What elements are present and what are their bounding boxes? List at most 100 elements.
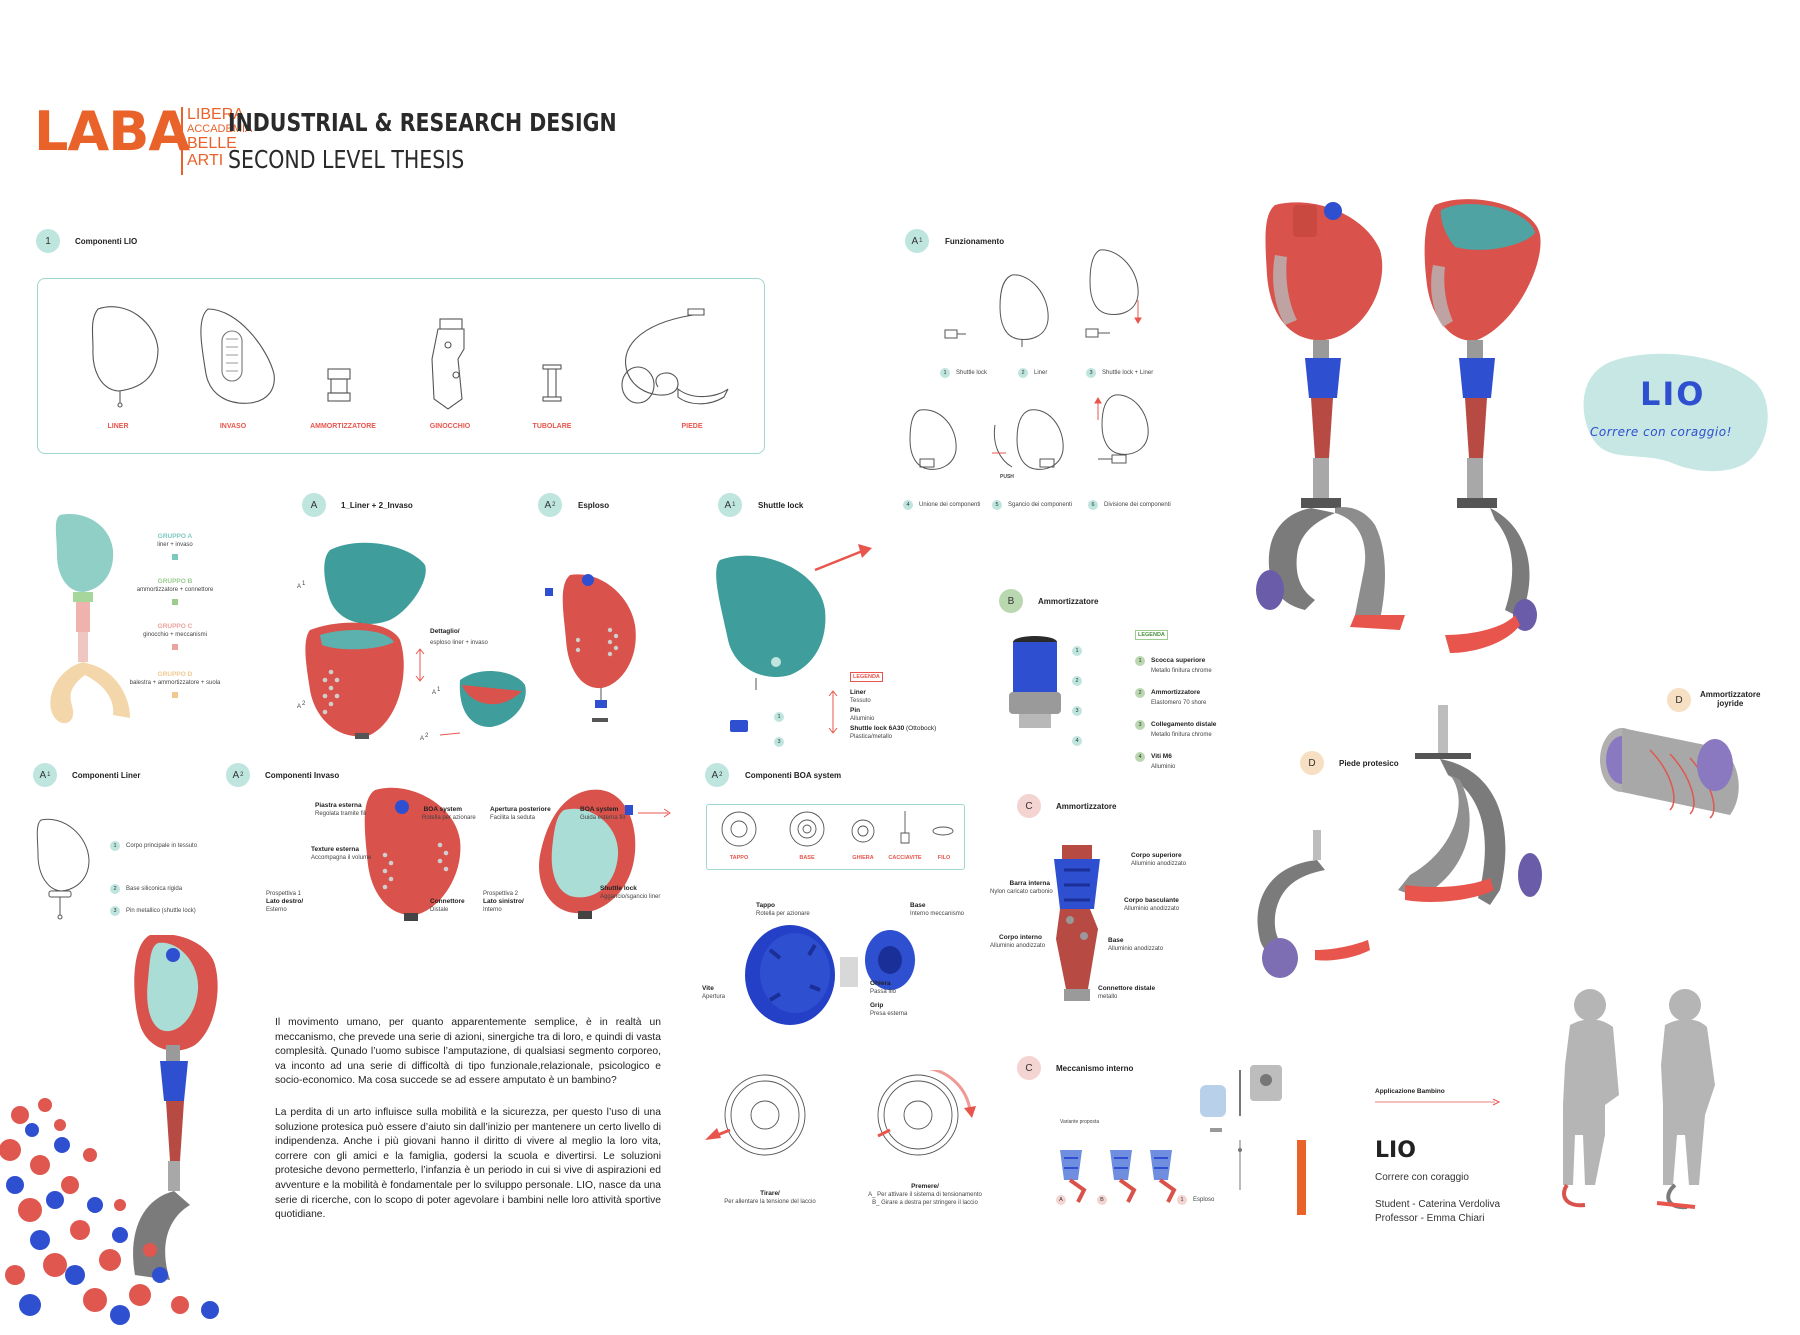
brand-tagline: Correre con coraggio! xyxy=(1590,425,1732,439)
component-label: AMMORTIZZATORE xyxy=(310,423,376,430)
premere-text: Premere/A_ Per attivare il sistema di te… xyxy=(868,1183,982,1206)
logo-word: LIBERA xyxy=(187,106,244,123)
hero-ball-pit xyxy=(0,935,219,1325)
section-badge: C xyxy=(1017,794,1041,818)
meccanismo-exploded xyxy=(1200,1065,1282,1190)
boa-exploded-render xyxy=(745,925,915,1025)
joyride-render xyxy=(1600,728,1739,819)
variante-label: Variante proposta xyxy=(1060,1119,1100,1125)
variant-b: B xyxy=(1097,1195,1113,1205)
section-title: Componenti Invaso xyxy=(265,771,340,780)
piede-renders xyxy=(1257,705,1542,978)
credits-professor: Professor - Emma Chiari xyxy=(1375,1213,1485,1224)
a1-marker: A1 xyxy=(432,687,441,696)
hero-prostheses xyxy=(1256,199,1541,653)
section-title: Componenti LIO xyxy=(75,237,138,246)
section-badge: B xyxy=(999,589,1023,613)
boa-part-label: TAPPO xyxy=(729,855,749,861)
detail-desc: esploso liner + invaso xyxy=(430,640,488,646)
gruppo-item: GRUPPO B ammortizzatore + connettore xyxy=(110,578,240,623)
invaso-arrow xyxy=(638,808,671,818)
boa-part-label: FILO xyxy=(937,855,951,861)
logo-word: ARTI xyxy=(187,152,224,169)
gruppi-list: GRUPPO A liner + invaso GRUPPO B ammorti… xyxy=(110,533,240,698)
brand-name: LIO xyxy=(1640,375,1706,413)
logo-mark: LABA xyxy=(34,100,190,163)
credits-name: LIO xyxy=(1375,1138,1416,1163)
meccanismo-variants xyxy=(1060,1150,1177,1203)
gruppo-item: GRUPPO D balestra + ammortizzatore + suo… xyxy=(110,671,240,698)
section-title: Meccanismo interno xyxy=(1056,1064,1134,1073)
section-badge: A xyxy=(302,493,326,517)
children-figures xyxy=(1562,989,1715,1210)
section-title: Componenti BOA system xyxy=(745,771,842,780)
boa-panel: TAPPO BASE GHIERA CACCIAVITE FILO xyxy=(706,804,965,870)
ammortizzatore-b-points: 1 2 3 4 xyxy=(1072,646,1088,746)
section-badge: D xyxy=(1300,751,1324,775)
logo-word: BELLE xyxy=(187,135,237,152)
credits-student: Student - Caterina Verdoliva xyxy=(1375,1199,1501,1210)
brand-blob xyxy=(1583,353,1768,472)
boa-usage-drawings xyxy=(705,1070,976,1156)
orange-bar xyxy=(1297,1140,1306,1215)
ammortizzatore-b-render xyxy=(1009,636,1061,728)
section-badge: C xyxy=(1017,1056,1041,1080)
logo-word: ACCADEMIA xyxy=(187,123,253,135)
gruppo-item: GRUPPO C ginocchio + meccanismi xyxy=(110,623,240,671)
gruppo-item: GRUPPO A liner + invaso xyxy=(110,533,240,578)
section-title: Componenti Liner xyxy=(72,771,141,780)
section-title: Esploso xyxy=(578,501,610,510)
section-title: Funzionamento xyxy=(945,237,1005,246)
section-title: Piede protesico xyxy=(1339,759,1399,768)
shuttle-render xyxy=(716,555,826,732)
applicazione-line xyxy=(1375,1098,1501,1106)
detail-title: Dettaglio/ xyxy=(430,628,460,635)
section-title: Ammortizzatore joyride xyxy=(1700,690,1761,708)
liner-drawing xyxy=(36,818,90,920)
a2-marker: A2 xyxy=(297,701,306,710)
credits-tagline: Correre con coraggio xyxy=(1375,1172,1469,1183)
invaso-render-1 xyxy=(364,787,461,921)
logo-words: LIBERA ACCADEMIA BELLE ARTI xyxy=(187,106,252,169)
boa-part-label: GHIERA xyxy=(852,855,874,861)
section-title: Shuttle lock xyxy=(758,501,804,510)
invaso-render-2 xyxy=(539,789,636,919)
section-badge: D xyxy=(1667,688,1691,712)
section-title: Ammortizzatore xyxy=(1056,802,1117,811)
shuttle-arrow xyxy=(814,544,872,572)
liner-invaso-render xyxy=(305,542,426,739)
detail-render xyxy=(439,670,526,736)
